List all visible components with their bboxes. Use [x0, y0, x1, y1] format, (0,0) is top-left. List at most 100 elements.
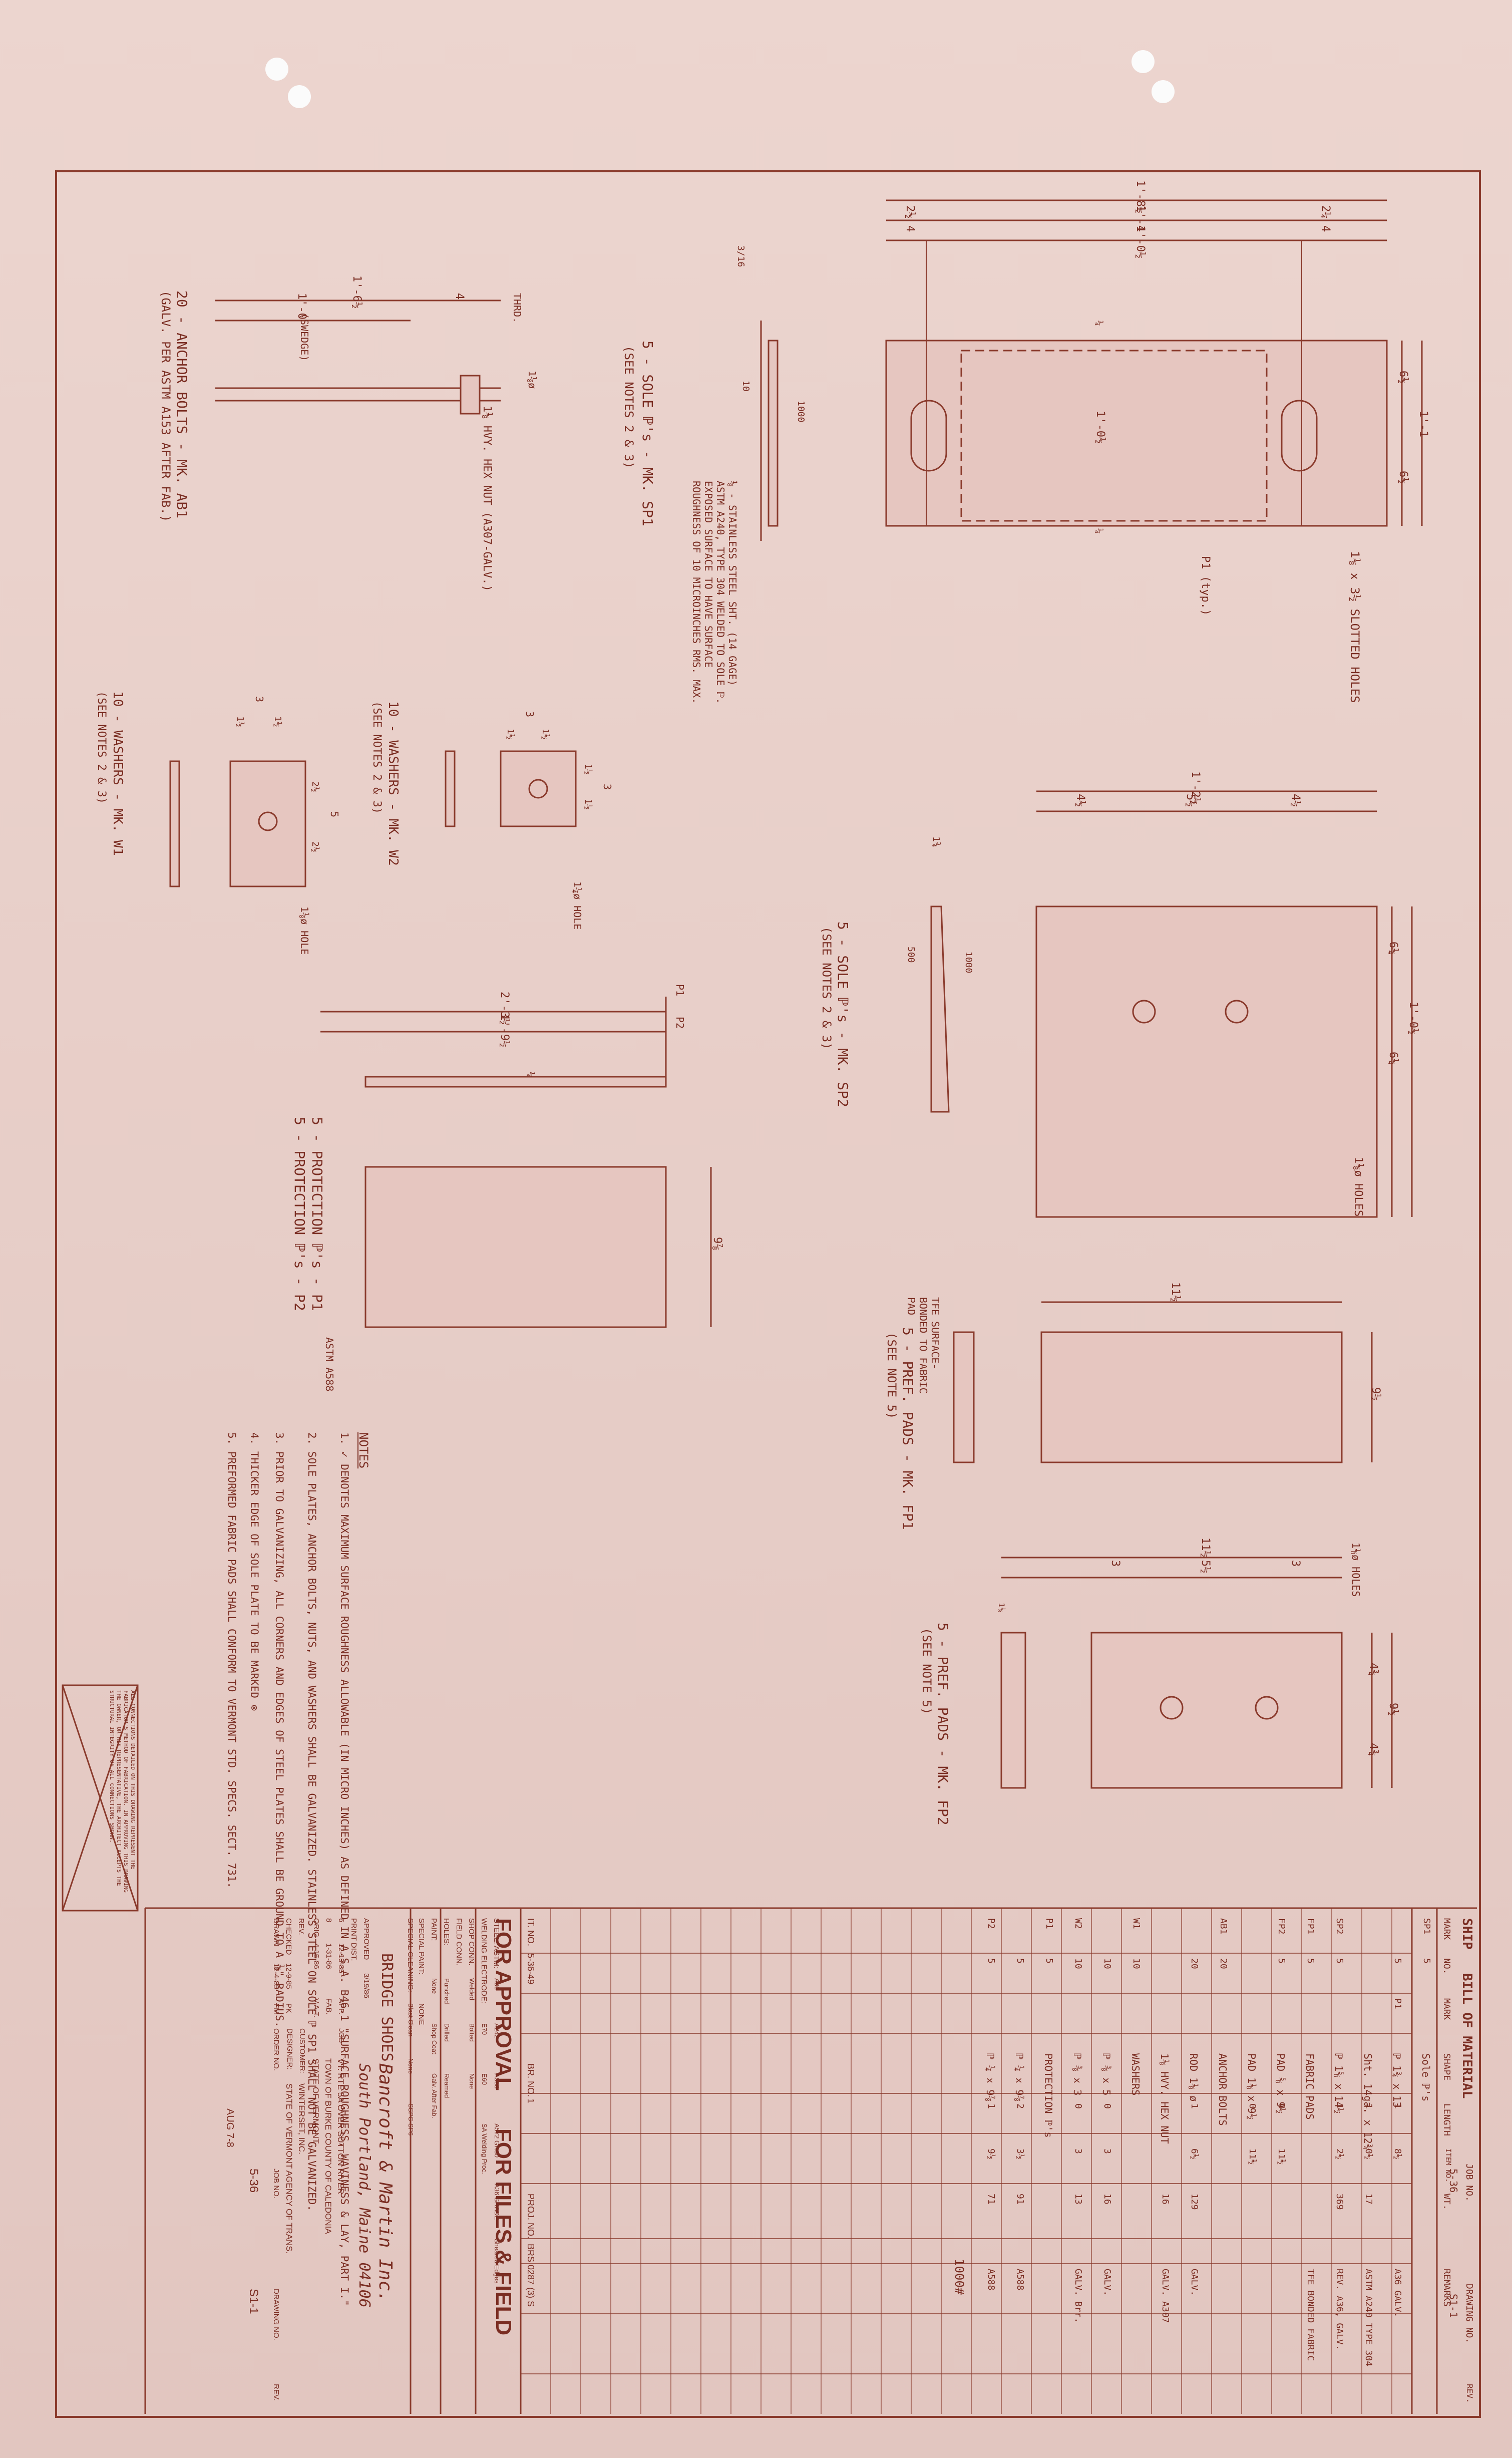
- w2-sub: (SEE NOTES 2 & 3): [370, 701, 383, 814]
- w1-dim: 2½: [310, 841, 320, 852]
- fp2-dim: 4¾: [1367, 1663, 1379, 1676]
- job-no: 5-36: [247, 2169, 260, 2193]
- sp1-slot-right: [1281, 400, 1318, 472]
- ab1-dim: 1⅛ø: [526, 371, 538, 389]
- company-address: South Portland, Maine 04106: [355, 2063, 373, 2308]
- w2-hole: 1¼ø HOLE: [571, 881, 583, 930]
- rev-cell: 6: [337, 1918, 345, 1923]
- designer: STATE OF VERMONT AGENCY OF TRANS.: [284, 2083, 294, 2254]
- job-line: TOWN OF BURKE COUNTY OF CALEDONIA: [323, 2058, 333, 2234]
- sp2-dim: 5½: [1184, 794, 1197, 807]
- fp2-holes: 1⅛ø HOLES: [1350, 1543, 1362, 1597]
- fp2-sub: (SEE NOTE 5): [920, 1628, 934, 1715]
- bom-cell: 1: [1363, 2103, 1374, 2109]
- fp1-sub: (SEE NOTE 5): [885, 1332, 899, 1419]
- bom-cell: Sht. 14ga. x 12¾: [1362, 2053, 1374, 2150]
- customer: WINTERSET, INC.: [297, 2083, 306, 2155]
- rev-history-cell: FM: [272, 2003, 280, 2014]
- bom-cell: GALV.: [1189, 2269, 1200, 2296]
- bom-cell: 1: [986, 2103, 996, 2109]
- bom-cell: PROTECTION ℙ's: [1042, 2053, 1054, 2138]
- sp2-dim: 4½: [1074, 794, 1086, 807]
- bom-title: BILL OF MATERIAL: [1459, 1973, 1474, 2099]
- w2-dim: 1½: [583, 764, 593, 775]
- bom-cell: GALV. Brr.: [1073, 2269, 1083, 2323]
- rev-cell: ORIG: [312, 1918, 320, 1938]
- paint-option: Galv. After Fab.: [431, 2073, 438, 2118]
- bom-cell: 10: [1102, 1958, 1112, 1969]
- bom-header: ITEM NO.: [1444, 2148, 1452, 2183]
- bom-cell: Sole ℙ's: [1420, 2053, 1432, 2102]
- fp2-dim: 4¾: [1367, 1743, 1379, 1756]
- w2-title: 10 - WASHERS - MK. W2: [386, 701, 401, 866]
- bom-drawing-no-header: DRAWING NO.: [1464, 2284, 1474, 2344]
- sp1-dim: 6½: [1397, 471, 1409, 484]
- rev-history-cell: REV.: [297, 1918, 305, 1935]
- bom-cell: 129: [1189, 2194, 1200, 2210]
- rev-history-cell: 12-4-85: [272, 1963, 280, 1989]
- fp2-dim: 3: [1109, 1560, 1121, 1567]
- shop-conn-option: Welded: [468, 1978, 476, 2000]
- job-line: VT. RTE 5A OVER SUTTON RIVER: [336, 2058, 345, 2195]
- bom-cell: FP2: [1276, 1918, 1287, 1935]
- bom-cell: 6½: [1189, 2148, 1200, 2160]
- bom-cell: PAD 1⅛ x 9½: [1246, 2053, 1258, 2120]
- bom-cell: ℙ ¼ x 9⅞: [1013, 2053, 1025, 2102]
- bom-cell: A588: [1015, 2269, 1025, 2291]
- bom-cell: AB1: [1218, 1918, 1229, 1935]
- sp2-roughness: 1000: [963, 952, 974, 974]
- sp2-roughness-2: 500: [906, 947, 916, 963]
- bom-cell: 3: [1102, 2148, 1112, 2154]
- description: BRIDGE SHOES: [378, 1953, 396, 2062]
- sp1-dim: 1'-0½: [1134, 225, 1147, 259]
- connection-box-text: ALL CONNECTIONS DETAILED ON THIS DRAWING…: [109, 1690, 136, 1893]
- protection-title-1: 5 - PROTECTION ℙ's - P1: [309, 1117, 325, 1311]
- special-clean-option: None: [407, 2058, 415, 2074]
- steel-option: A572 GR50: [493, 2123, 501, 2158]
- bom-cell: 5: [1015, 1958, 1025, 1964]
- holes-option: Reamed: [443, 2073, 451, 2098]
- steel-option: A588: [493, 2073, 501, 2089]
- ab1-dim: 4: [453, 293, 466, 300]
- bom-cell: 1: [1189, 2103, 1200, 2109]
- sp2-title: 5 - SOLE ℙ's - MK. SP2: [835, 921, 851, 1107]
- ab1-sub: (GALV. PER ASTM A153 AFTER FAB.): [159, 290, 173, 522]
- sp2-dim: 4½: [1289, 794, 1302, 807]
- protection-spec: ASTM A588: [323, 1337, 335, 1392]
- bom-cell: 5: [1334, 1958, 1345, 1964]
- bom-header: MARK: [1441, 1918, 1452, 1940]
- bom-cell: 0: [1102, 2103, 1112, 2109]
- bom-cell: SP1: [1421, 1918, 1432, 1935]
- rev-history-cell: 12-9-85: [284, 1963, 293, 1989]
- bom-cell: FP1: [1305, 1918, 1316, 1935]
- holes-option: Drilled: [443, 2023, 451, 2042]
- bom-cell: GALV.: [1102, 2269, 1112, 2296]
- bom-cell: P1: [1044, 1918, 1054, 1929]
- sp1-dim: 6½: [1397, 371, 1409, 384]
- bom-cell: 0: [1073, 2103, 1083, 2109]
- order-no-label: ORDER NO.: [272, 2028, 280, 2071]
- designer-label: DESIGNER:: [285, 2028, 294, 2070]
- welding-label: WELDING ELECTRODE:: [480, 1918, 488, 2004]
- w2-dim: 1½: [540, 729, 551, 740]
- bom-cell: W2: [1073, 1918, 1083, 1929]
- bom-cell: 17: [1363, 2194, 1374, 2205]
- bom-cell: 20: [1189, 1958, 1200, 1969]
- bom-cell: ℙ ⅜ x 3: [1071, 2053, 1083, 2096]
- fp1-note: TFE SURFACE-BONDED TO FABRIC PAD: [905, 1297, 941, 1394]
- rev-cell: 12-13-85: [337, 1943, 345, 1974]
- sp1-weld-symbol: 3/16: [735, 245, 746, 267]
- bom-cell: A588: [986, 2269, 996, 2291]
- sp1-weld-note: ⅛ - STAINLESS STEEL SHT. (14 GAGE) ASTM …: [690, 481, 738, 704]
- shop-conn-option: None: [468, 2073, 476, 2089]
- bom-cell: 369: [1334, 2194, 1345, 2210]
- protection-dim: P1: [674, 984, 686, 997]
- footer-note: AUG 7-8: [224, 2108, 235, 2147]
- bom-cell: P1: [1392, 1998, 1403, 2009]
- shop-conn-option: Bolted: [468, 2023, 476, 2042]
- bom-cell: 16: [1160, 2194, 1171, 2205]
- rev-cell: 8: [324, 1918, 333, 1923]
- bom-cell: 0: [1276, 2103, 1287, 2109]
- bom-cell: 9½: [986, 2148, 996, 2160]
- bom-cell: 11½: [1247, 2148, 1258, 2165]
